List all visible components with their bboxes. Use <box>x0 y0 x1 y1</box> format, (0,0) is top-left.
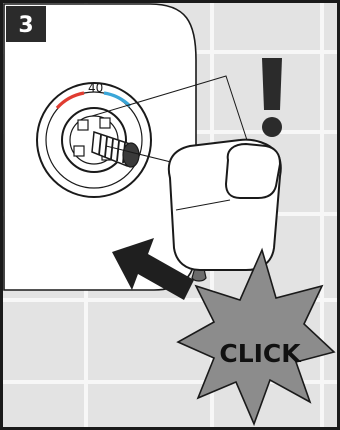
step-number: 3 <box>18 13 33 38</box>
exclamation-mark-icon <box>262 58 282 137</box>
step-number-badge: 3 <box>6 6 46 42</box>
temperature-mark: 40 <box>88 81 103 95</box>
click-label: CLICK <box>219 339 302 368</box>
